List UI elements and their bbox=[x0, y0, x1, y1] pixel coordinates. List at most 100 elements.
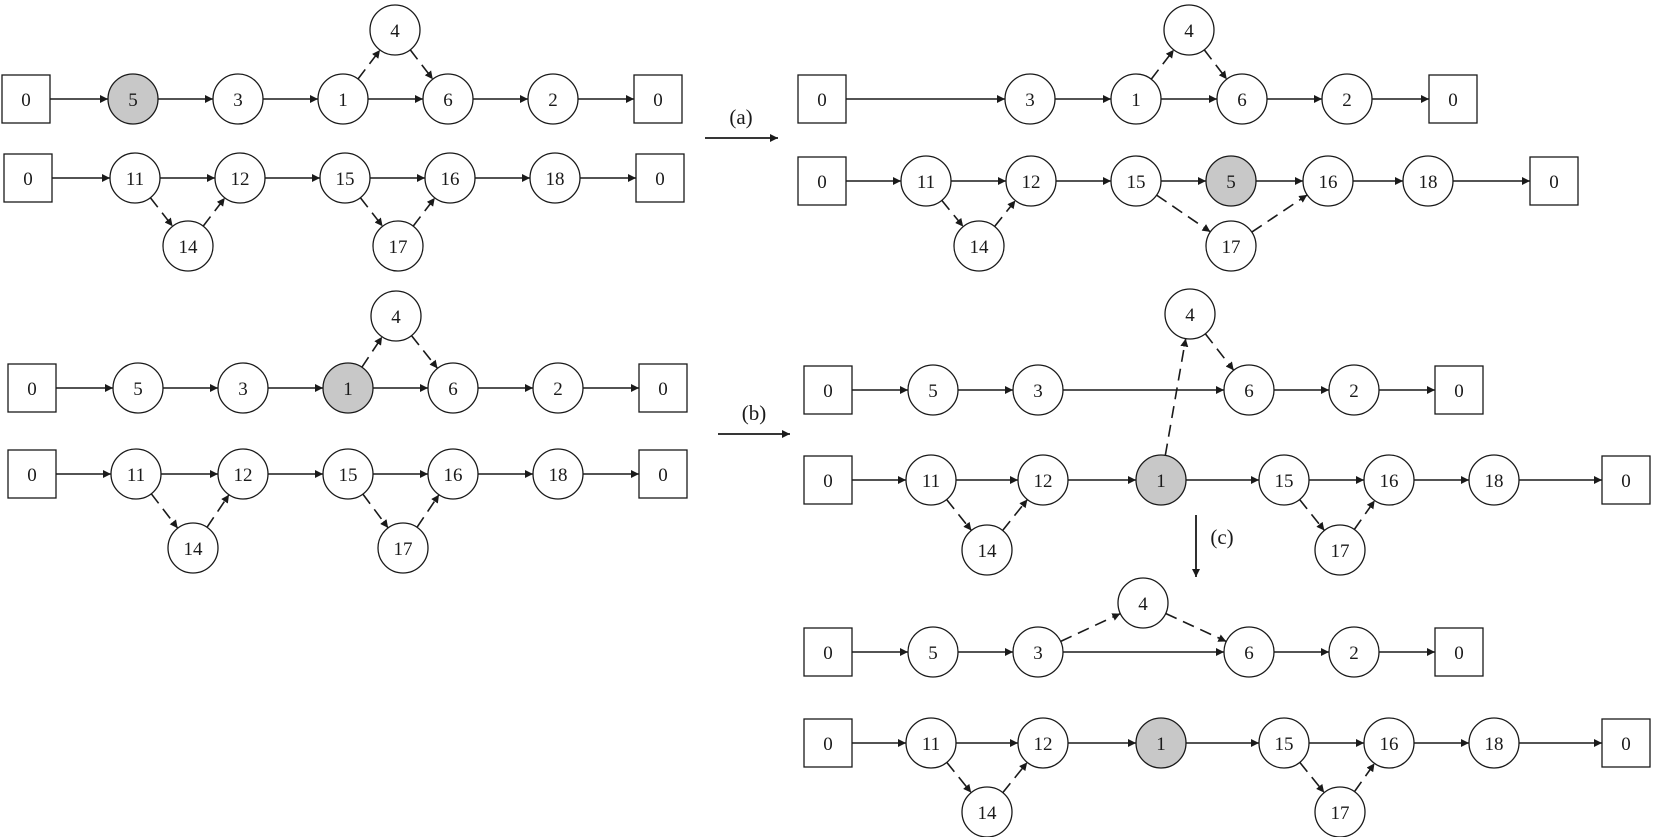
node-label: 18 bbox=[546, 169, 565, 190]
node-label: 2 bbox=[553, 379, 563, 400]
node-label: 11 bbox=[922, 734, 940, 755]
customer-circle bbox=[1328, 626, 1380, 678]
customer-circle bbox=[1363, 717, 1415, 769]
edge-b17-b16 bbox=[416, 494, 440, 528]
node-label: 16 bbox=[1380, 734, 1399, 755]
customer-node: 4 bbox=[1117, 577, 1169, 629]
customer-circle bbox=[1363, 454, 1415, 506]
node-label: 0 bbox=[1454, 381, 1464, 402]
customer-circle bbox=[1004, 73, 1056, 125]
depot-node: 0 bbox=[797, 156, 847, 206]
customer-circle bbox=[1005, 155, 1057, 207]
node-label: 0 bbox=[23, 169, 33, 190]
customer-node: 11 bbox=[109, 152, 161, 204]
node-label: 6 bbox=[1237, 90, 1247, 111]
edge-b11-b14 bbox=[941, 199, 964, 228]
customer-node: 15 bbox=[322, 448, 374, 500]
customer-node: 2 bbox=[1328, 626, 1380, 678]
node-label: 16 bbox=[441, 169, 460, 190]
depot-node: 0 bbox=[633, 74, 683, 124]
customer-node: 14 bbox=[961, 524, 1013, 576]
customer-node: 12 bbox=[1017, 454, 1069, 506]
customer-circle bbox=[900, 155, 952, 207]
depot-square bbox=[1428, 74, 1478, 124]
node-label: 0 bbox=[823, 381, 833, 402]
customer-node: 11 bbox=[905, 717, 957, 769]
node-label: 3 bbox=[1033, 643, 1043, 664]
moved-customer-circle bbox=[107, 73, 159, 125]
edge-a1-a4 bbox=[1150, 49, 1175, 80]
customer-node: 2 bbox=[1328, 364, 1380, 416]
customer-circle bbox=[1205, 220, 1257, 272]
customer-circle bbox=[1402, 155, 1454, 207]
customer-node: 5 bbox=[1205, 155, 1257, 207]
node-label: 15 bbox=[1127, 172, 1146, 193]
customer-circle bbox=[317, 73, 369, 125]
moved-customer-circle bbox=[1135, 454, 1187, 506]
customer-node: 3 bbox=[212, 73, 264, 125]
customer-circle bbox=[377, 522, 429, 574]
customer-circle bbox=[370, 290, 422, 342]
edge-a1-a4 bbox=[361, 336, 383, 368]
node-label: 14 bbox=[970, 237, 990, 258]
customer-circle bbox=[1163, 4, 1215, 56]
node-label: 1 bbox=[1131, 90, 1141, 111]
customer-node: 3 bbox=[1012, 364, 1064, 416]
customer-circle bbox=[1216, 73, 1268, 125]
node-label: 11 bbox=[127, 465, 145, 486]
customer-node: 6 bbox=[1223, 364, 1275, 416]
depot-node: 0 bbox=[1529, 156, 1579, 206]
customer-node: 14 bbox=[162, 220, 214, 272]
edge-b17-b16 bbox=[1251, 194, 1308, 233]
node-label: 2 bbox=[1342, 90, 1352, 111]
customer-node: 6 bbox=[1223, 626, 1275, 678]
customer-circle bbox=[322, 448, 374, 500]
customer-node: 5 bbox=[107, 73, 159, 125]
depot-node: 0 bbox=[797, 74, 847, 124]
customer-circle bbox=[1258, 717, 1310, 769]
edge-a4-a6 bbox=[1204, 333, 1235, 371]
customer-circle bbox=[1223, 364, 1275, 416]
depot-node: 0 bbox=[803, 455, 853, 505]
customer-circle bbox=[527, 73, 579, 125]
customer-node: 17 bbox=[1314, 786, 1366, 837]
customer-node: 3 bbox=[1012, 626, 1064, 678]
customer-circle bbox=[109, 152, 161, 204]
depot-node: 0 bbox=[3, 153, 53, 203]
edge-b17-b16 bbox=[412, 197, 436, 227]
node-label: 17 bbox=[1331, 803, 1350, 824]
edge-b17-b16 bbox=[1353, 762, 1376, 793]
node-label: 4 bbox=[391, 307, 401, 328]
node-label: 1 bbox=[343, 379, 353, 400]
customer-node: 11 bbox=[900, 155, 952, 207]
customer-node: 2 bbox=[532, 362, 584, 414]
customer-node: 16 bbox=[424, 152, 476, 204]
node-label: 2 bbox=[1349, 643, 1359, 664]
node-label: 14 bbox=[978, 803, 998, 824]
edge-b11-b14 bbox=[945, 499, 973, 531]
customer-node: 17 bbox=[372, 220, 424, 272]
customer-node: 1 bbox=[322, 362, 374, 414]
depot-square bbox=[1, 74, 51, 124]
node-label: 12 bbox=[234, 465, 253, 486]
customer-node: 5 bbox=[112, 362, 164, 414]
node-label: 17 bbox=[389, 237, 408, 258]
node-label: 12 bbox=[1034, 471, 1053, 492]
panel-p2-edges bbox=[846, 49, 1530, 233]
customer-node: 3 bbox=[1004, 73, 1056, 125]
depot-node: 0 bbox=[1601, 718, 1651, 768]
edge-a1-a4 bbox=[357, 49, 381, 80]
customer-circle bbox=[1117, 577, 1169, 629]
node-label: 3 bbox=[238, 379, 248, 400]
node-label: 12 bbox=[1034, 734, 1053, 755]
customer-circle bbox=[1012, 364, 1064, 416]
customer-circle bbox=[907, 364, 959, 416]
customer-circle bbox=[1314, 786, 1366, 837]
node-label: 0 bbox=[1549, 172, 1559, 193]
node-label: 15 bbox=[1275, 471, 1294, 492]
step-labels: (a) (b) (c) bbox=[729, 105, 1233, 549]
node-label: 0 bbox=[27, 465, 37, 486]
customer-node: 15 bbox=[1258, 717, 1310, 769]
